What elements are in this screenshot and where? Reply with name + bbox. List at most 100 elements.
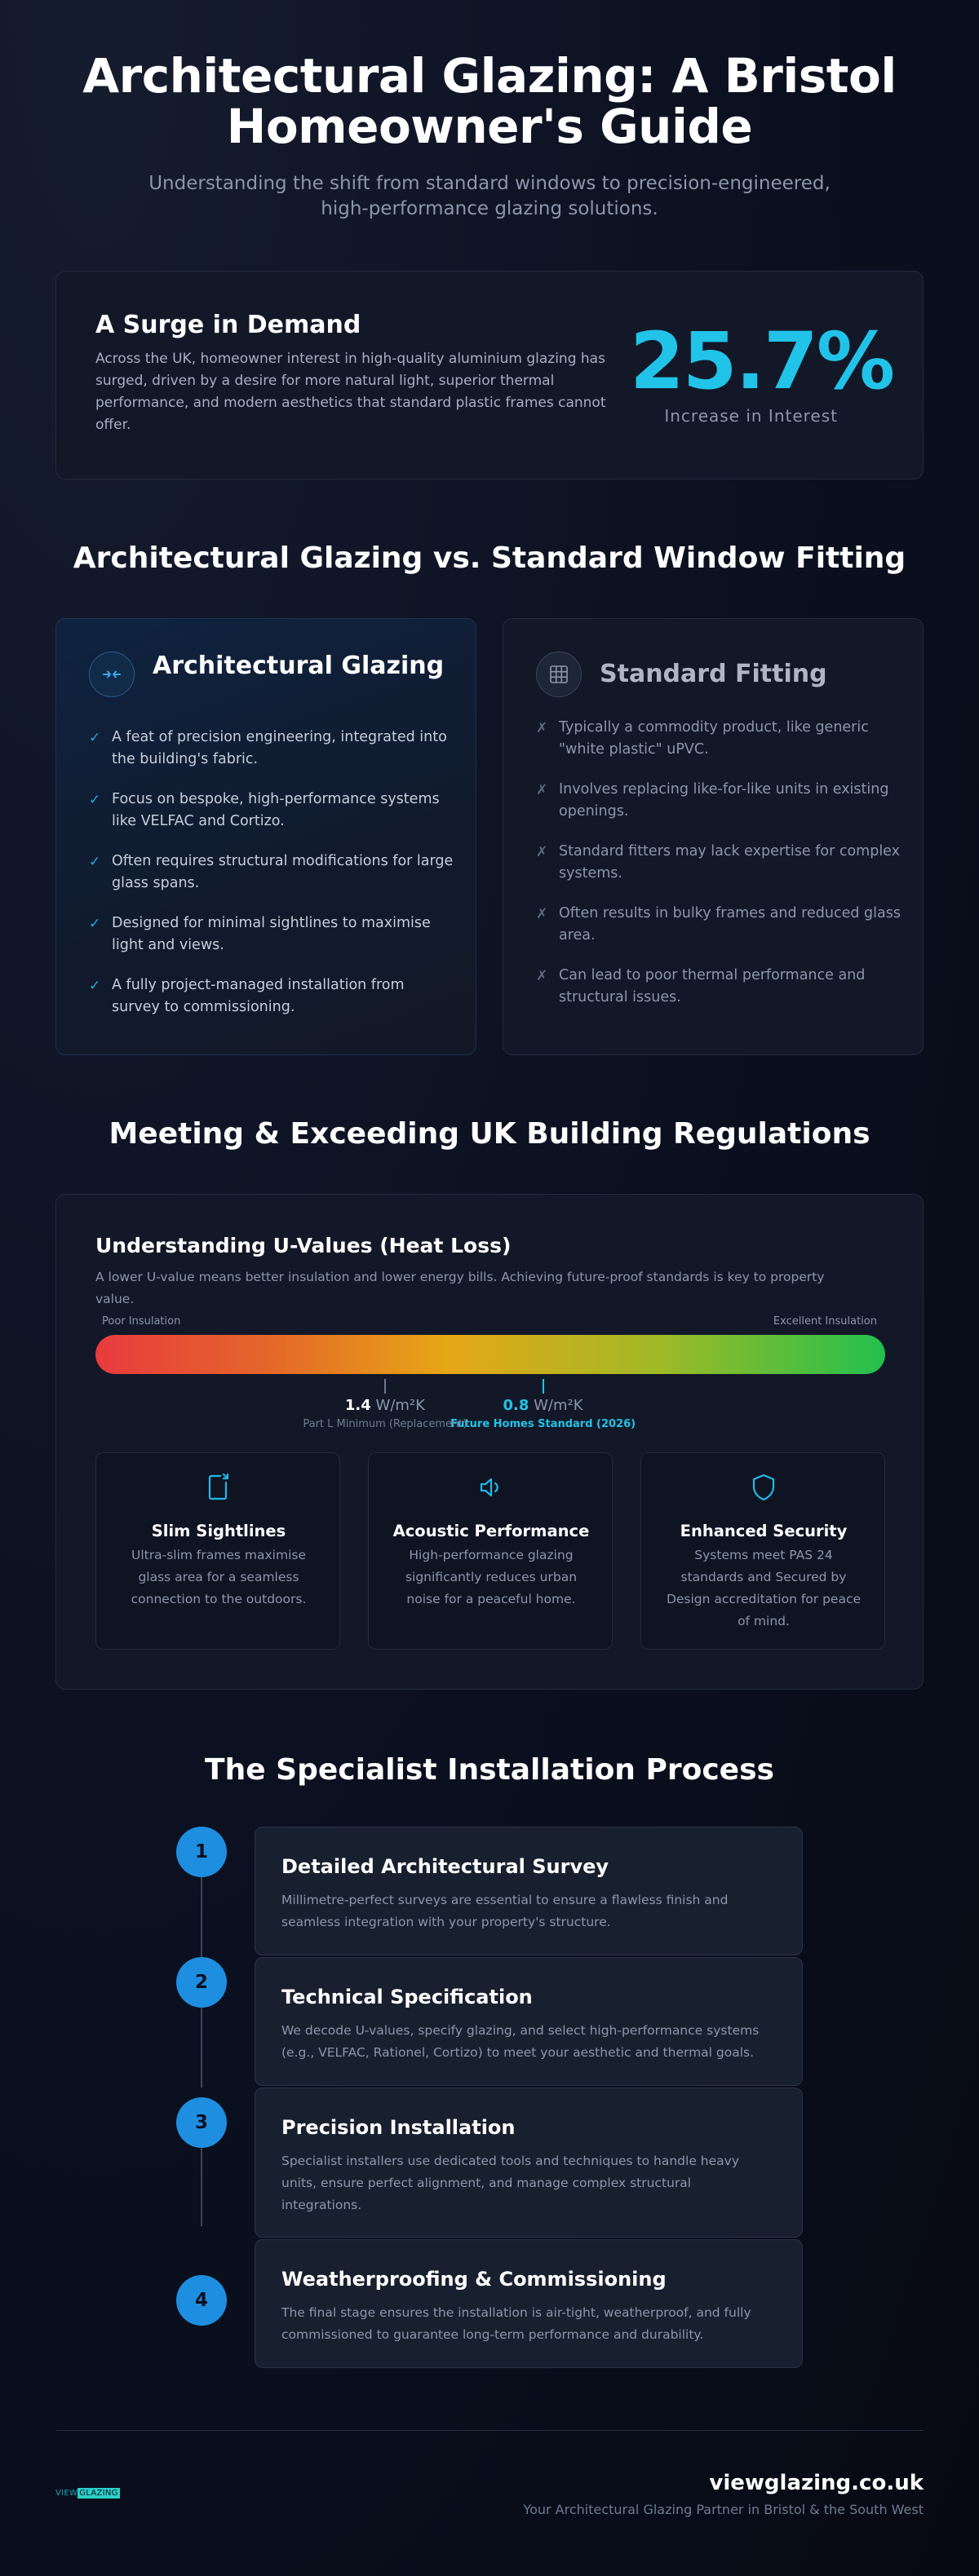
comparison-item: ✗ Involves replacing like-for-like units … bbox=[536, 779, 903, 823]
subtitle-line-1: Understanding the shift from standard wi… bbox=[148, 173, 831, 194]
feature-title: Acoustic Performance bbox=[392, 1522, 590, 1540]
feature-title: Slim Sightlines bbox=[151, 1522, 286, 1540]
footer-tagline: Your Architectural Glazing Partner in Br… bbox=[523, 2502, 924, 2517]
step-number-4: 4 bbox=[176, 2275, 227, 2326]
standard-card: Standard Fitting ✗ Typically a commodity … bbox=[503, 618, 924, 1055]
comparison-item: ✓ Focus on bespoke, high-performance syst… bbox=[89, 789, 456, 833]
u-value-unit: W/m²K bbox=[375, 1397, 425, 1414]
step-title: Detailed Architectural Survey bbox=[281, 1855, 609, 1878]
compress-arrows-icon bbox=[89, 652, 135, 697]
u-value-unit: W/m²K bbox=[534, 1397, 583, 1414]
demand-title: A Surge in Demand bbox=[95, 311, 361, 339]
step-number-1: 1 bbox=[176, 1827, 227, 1877]
process-title: The Specialist Installation Process bbox=[205, 1753, 774, 1787]
comparison-item-text: Focus on bespoke, high-performance syste… bbox=[112, 791, 440, 829]
u-value-marker-tick bbox=[542, 1379, 544, 1394]
feature-acoustic-performance: Acoustic Performance High-performance gl… bbox=[368, 1452, 613, 1650]
standard-heading: Standard Fitting bbox=[600, 660, 827, 688]
demand-stat: 25.7% bbox=[629, 316, 895, 407]
cross-icon: ✗ bbox=[536, 720, 548, 736]
footer-site-link[interactable]: viewglazing.co.uk bbox=[709, 2471, 924, 2495]
step-title: Weatherproofing & Commissioning bbox=[281, 2268, 667, 2291]
comparison-item: ✓Often requires structural modifications… bbox=[89, 851, 456, 895]
feature-title: Enhanced Security bbox=[680, 1522, 848, 1540]
architectural-card: Architectural Glazing ✓A feat of precisi… bbox=[55, 618, 476, 1055]
feature-text: Ultra-slim frames maximise glass area fo… bbox=[131, 1548, 307, 1606]
u-values-title: Understanding U-Values (Heat Loss) bbox=[95, 1234, 512, 1257]
step-number-3: 3 bbox=[176, 2097, 227, 2148]
process-step-installation: Precision Installation Specialist instal… bbox=[255, 2088, 803, 2238]
comparison-item-text: Often results in bulky frames and reduce… bbox=[559, 905, 901, 943]
page-subtitle: Understanding the shift from standard wi… bbox=[0, 171, 979, 222]
comparison-item-text: A fully project-managed installation fro… bbox=[112, 977, 405, 1015]
title-line-2: Homeowner's Guide bbox=[226, 99, 753, 154]
u-value-marker-value: 1.4 W/m²K bbox=[345, 1397, 425, 1414]
comparison-title: Architectural Glazing vs. Standard Windo… bbox=[73, 541, 906, 575]
check-icon: ✓ bbox=[89, 792, 101, 808]
footer-divider bbox=[55, 2430, 924, 2431]
step-text: Specialist installers use dedicated tool… bbox=[281, 2154, 739, 2212]
comparison-item-text: Involves replacing like-for-like units i… bbox=[559, 781, 889, 820]
feature-slim-sightlines: Slim Sightlines Ultra-slim frames maximi… bbox=[95, 1452, 340, 1650]
u-value-number: 1.4 bbox=[344, 1397, 371, 1414]
check-icon: ✓ bbox=[89, 978, 101, 994]
step-title: Technical Specification bbox=[281, 1986, 533, 2008]
logo-part-view: VIEW bbox=[55, 2489, 78, 2498]
u-value-marker-label: Future Homes Standard (2026) bbox=[450, 1418, 636, 1430]
process-step-survey: Detailed Architectural Survey Millimetre… bbox=[255, 1827, 803, 1955]
door-arrow-icon bbox=[202, 1471, 235, 1504]
process-connector bbox=[201, 2136, 202, 2226]
speaker-icon bbox=[475, 1471, 507, 1504]
u-value-marker-tick bbox=[383, 1379, 386, 1394]
comparison-item: ✓ A fully project-managed installation fr… bbox=[89, 974, 456, 1018]
u-value-marker-label: Part L Minimum (Replacement) bbox=[303, 1418, 467, 1430]
comparison-item: ✓ A feat of precision engineering, integr… bbox=[89, 727, 456, 771]
demand-text: Across the UK, homeowner interest in hig… bbox=[95, 351, 606, 433]
demand-stat-label: Increase in Interest bbox=[664, 406, 838, 426]
feature-text: Systems meet PAS 24 standards and Secure… bbox=[666, 1548, 862, 1628]
feature-enhanced-security: Enhanced Security Systems meet PAS 24 st… bbox=[640, 1452, 885, 1650]
subtitle-line-2: high-performance glazing solutions. bbox=[321, 198, 658, 219]
comparison-item: ✓Designed for minimal sightlines to maxi… bbox=[89, 912, 456, 957]
step-text: We decode U-values, specify glazing, and… bbox=[281, 2023, 760, 2060]
comparison-item-text: Typically a commodity product, like gene… bbox=[559, 719, 869, 758]
process-step-commissioning: Weatherproofing & Commissioning The fina… bbox=[255, 2239, 803, 2368]
shield-icon bbox=[747, 1471, 780, 1504]
comparison-item: ✗ Often results in bulky frames and reduc… bbox=[536, 903, 903, 947]
page-header: Architectural Glazing: A Bristol Homeown… bbox=[0, 51, 979, 222]
logo-part-glazing: GLAZING bbox=[78, 2488, 120, 2499]
process-connector bbox=[201, 2006, 202, 2088]
u-values-card: Understanding U-Values (Heat Loss) A low… bbox=[55, 1194, 924, 1690]
standard-list: ✗ Typically a commodity product, like gen… bbox=[536, 717, 903, 1027]
step-title: Precision Installation bbox=[281, 2116, 516, 2139]
comparison-item-text: Standard fitters may lack expertise for … bbox=[559, 843, 901, 881]
step-text: The final stage ensures the installation… bbox=[281, 2305, 751, 2342]
step-number-2: 2 bbox=[176, 1957, 227, 2008]
cross-icon: ✗ bbox=[536, 906, 548, 922]
window-grid-icon bbox=[536, 652, 582, 697]
architectural-list: ✓ A feat of precision engineering, integr… bbox=[89, 727, 456, 1036]
cross-icon: ✗ bbox=[536, 844, 548, 860]
scale-label-poor: Poor Insulation bbox=[102, 1315, 181, 1328]
u-value-marker-value: 0.8 W/m²K bbox=[503, 1397, 583, 1414]
feature-text: High-performance glazing significantly r… bbox=[405, 1548, 578, 1606]
comparison-item-text: Designed for minimal sightlines to maxim… bbox=[112, 915, 431, 953]
cross-icon: ✗ bbox=[536, 968, 548, 984]
u-value-number: 0.8 bbox=[503, 1397, 529, 1414]
regulations-title: Meeting & Exceeding UK Building Regulati… bbox=[109, 1117, 870, 1151]
cross-icon: ✗ bbox=[536, 782, 548, 798]
comparison-item-text: Often requires structural modifications … bbox=[112, 853, 454, 891]
comparison-item: ✗Can lead to poor thermal performance an… bbox=[536, 965, 903, 1009]
u-value-gradient-bar bbox=[95, 1335, 885, 1374]
u-values-text: A lower U-value means better insulation … bbox=[95, 1270, 825, 1306]
process-step-specification: Technical Specification We decode U-valu… bbox=[255, 1957, 803, 2086]
page-title: Architectural Glazing: A Bristol Homeown… bbox=[0, 51, 979, 152]
check-icon: ✓ bbox=[89, 730, 101, 746]
demand-card: A Surge in Demand Across the UK, homeown… bbox=[55, 271, 924, 479]
comparison-item: ✗ Standard fitters may lack expertise for… bbox=[536, 841, 903, 885]
title-line-1: Architectural Glazing: A Bristol bbox=[82, 48, 897, 104]
scale-label-excellent: Excellent Insulation bbox=[773, 1315, 877, 1328]
comparison-item-text: A feat of precision engineering, integra… bbox=[112, 729, 447, 767]
